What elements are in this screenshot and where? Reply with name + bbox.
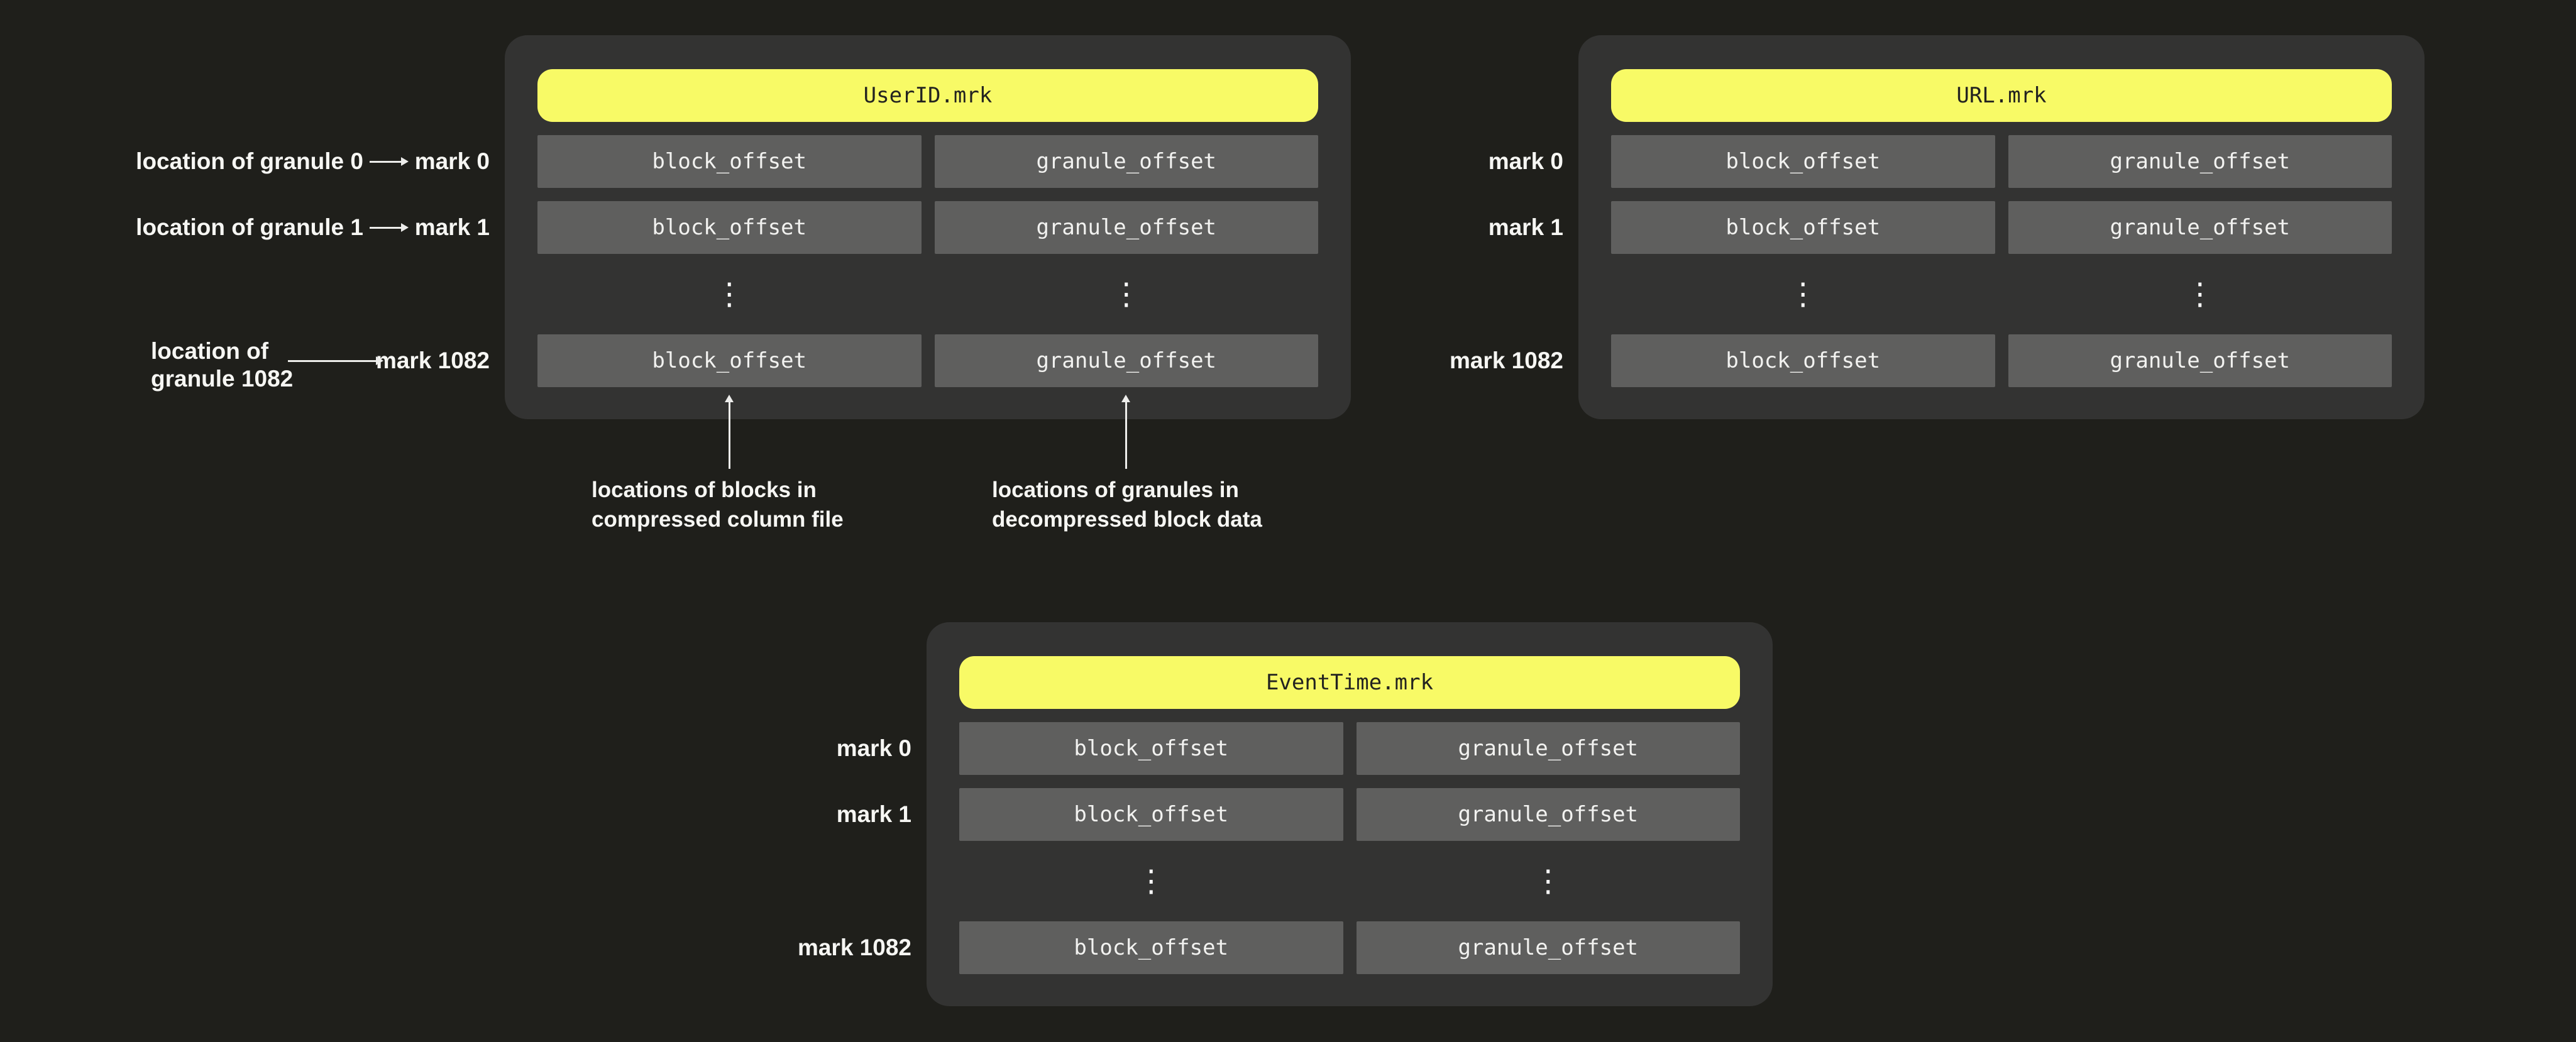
table-row: block_offset granule_offset <box>959 722 1740 775</box>
ellipsis-cell: ⋮ <box>2008 267 2392 321</box>
arrow-shaft <box>370 160 401 163</box>
ellipsis-row: ⋮ ⋮ <box>537 267 1318 321</box>
ellipsis-cell: ⋮ <box>959 854 1343 908</box>
arrow-head <box>725 395 734 402</box>
annotation-line: location of <box>151 338 269 364</box>
block-offset-cell: block_offset <box>537 201 922 254</box>
granule-offset-cell: granule_offset <box>1356 921 1740 974</box>
arrow-head <box>376 356 383 365</box>
vertical-ellipsis-icon: ⋮ <box>1136 864 1167 899</box>
userid-mark-1-label: mark 1 <box>414 214 490 240</box>
arrow-shaft <box>728 402 730 469</box>
right-arrow-icon <box>288 356 383 365</box>
granule-offset-cell: granule_offset <box>2008 201 2392 254</box>
granule-offset-cell: granule_offset <box>934 135 1318 188</box>
annotation-line: locations of granules in <box>992 478 1239 502</box>
eventtime-mark-1-label: mark 1 <box>836 801 911 827</box>
granule-offset-cell: granule_offset <box>934 201 1318 254</box>
url-mrk-panel: URL.mrk block_offset granule_offset bloc… <box>1578 35 2425 419</box>
arrow-head <box>1121 395 1130 402</box>
panel-wrap-eventtime: mark 0 mark 1 mark 1082 EventTime.mrk bl… <box>798 622 1773 1006</box>
panel-wrap-userid: mark 0 mark 1 mark 1082 UserID.mrk block… <box>376 35 1351 419</box>
vertical-ellipsis-icon: ⋮ <box>2184 277 2215 312</box>
eventtime-mark-0-label: mark 0 <box>836 735 911 761</box>
url-mark-1-label: mark 1 <box>1488 214 1563 240</box>
granule-offset-cell: granule_offset <box>2008 135 2392 188</box>
url-mrk-title: URL.mrk <box>1611 69 2392 122</box>
arrow-shaft <box>1125 402 1127 469</box>
annotation-line: compressed column file <box>592 507 844 532</box>
right-arrow-icon <box>370 223 409 232</box>
right-arrow-icon <box>370 157 409 166</box>
annotation-location-granule-1: location of granule 1 <box>136 214 363 240</box>
table-row: block_offset granule_offset <box>1611 135 2392 188</box>
annotation-location-granule-0: location of granule 0 <box>136 148 363 174</box>
up-arrow-icon <box>1121 395 1130 469</box>
userid-mark-0-label: mark 0 <box>414 148 490 174</box>
userid-mrk-title: UserID.mrk <box>537 69 1318 122</box>
block-offset-cell: block_offset <box>959 921 1343 974</box>
arrow-shaft <box>370 226 401 229</box>
table-row: block_offset granule_offset <box>537 334 1318 387</box>
url-mark-0-label: mark 0 <box>1488 148 1563 174</box>
block-offset-cell: block_offset <box>537 135 922 188</box>
annotation-line: granule 1082 <box>151 366 294 392</box>
arrow-head <box>401 223 409 232</box>
annotation-block-offsets: locations of blocks in compressed column… <box>592 475 844 534</box>
table-row: block_offset granule_offset <box>537 135 1318 188</box>
annotation-location-granule-1082: location of granule 1082 <box>151 337 293 393</box>
up-arrow-icon <box>725 395 734 469</box>
ellipsis-cell: ⋮ <box>537 267 922 321</box>
table-row: block_offset granule_offset <box>959 921 1740 974</box>
vertical-ellipsis-icon: ⋮ <box>1533 864 1563 899</box>
userid-mark-1082-label: mark 1082 <box>375 348 490 373</box>
eventtime-mark-1082-label: mark 1082 <box>797 935 911 960</box>
granule-offset-cell: granule_offset <box>2008 334 2392 387</box>
block-offset-cell: block_offset <box>959 722 1343 775</box>
ellipsis-cell: ⋮ <box>935 267 1319 321</box>
arrow-shaft <box>288 359 376 362</box>
table-row: block_offset granule_offset <box>1611 334 2392 387</box>
vertical-ellipsis-icon: ⋮ <box>714 277 745 312</box>
table-row: block_offset granule_offset <box>1611 201 2392 254</box>
eventtime-mrk-title: EventTime.mrk <box>959 656 1740 709</box>
granule-offset-cell: granule_offset <box>1356 788 1740 841</box>
block-offset-cell: block_offset <box>1611 334 1995 387</box>
vertical-ellipsis-icon: ⋮ <box>1111 277 1142 312</box>
block-offset-cell: block_offset <box>537 334 922 387</box>
table-row: block_offset granule_offset <box>959 788 1740 841</box>
granule-offset-cell: granule_offset <box>934 334 1318 387</box>
table-row: block_offset granule_offset <box>537 201 1318 254</box>
annotation-line: locations of blocks in <box>592 478 817 502</box>
annotation-granule-offsets: locations of granules in decompressed bl… <box>992 475 1262 534</box>
ellipsis-cell: ⋮ <box>1611 267 1995 321</box>
url-mark-1082-label: mark 1082 <box>1449 348 1563 373</box>
block-offset-cell: block_offset <box>1611 201 1995 254</box>
arrow-head <box>401 157 409 166</box>
panel-wrap-url: mark 0 mark 1 mark 1082 URL.mrk block_of… <box>1450 35 2425 419</box>
block-offset-cell: block_offset <box>959 788 1343 841</box>
vertical-ellipsis-icon: ⋮ <box>1788 277 1819 312</box>
block-offset-cell: block_offset <box>1611 135 1995 188</box>
eventtime-mrk-panel: EventTime.mrk block_offset granule_offse… <box>927 622 1773 1006</box>
granule-offset-cell: granule_offset <box>1356 722 1740 775</box>
ellipsis-cell: ⋮ <box>1357 854 1741 908</box>
ellipsis-row: ⋮ ⋮ <box>959 854 1740 908</box>
userid-mrk-panel: UserID.mrk block_offset granule_offset b… <box>505 35 1351 419</box>
ellipsis-row: ⋮ ⋮ <box>1611 267 2392 321</box>
annotation-line: decompressed block data <box>992 507 1262 532</box>
